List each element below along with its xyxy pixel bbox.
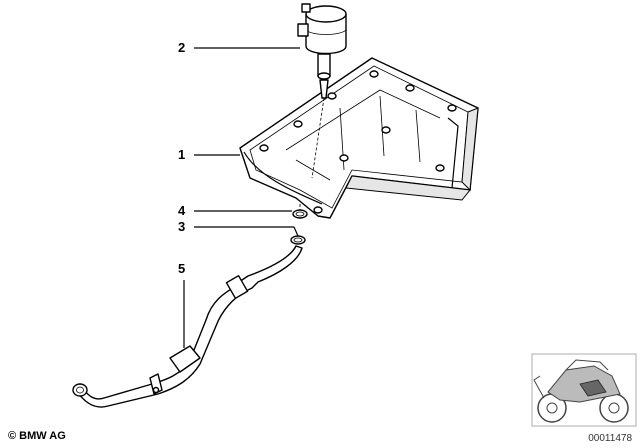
motorcycle-thumbnail-icon bbox=[531, 353, 637, 427]
callout-2-number: 2 bbox=[178, 40, 185, 55]
callout-4-number: 4 bbox=[178, 203, 186, 218]
part-4-o-ring bbox=[292, 209, 308, 219]
callout-5-number: 5 bbox=[178, 261, 185, 276]
part-3-seal-ring bbox=[290, 235, 306, 245]
part-1-tray bbox=[239, 57, 479, 219]
copyright-text: © BMW AG bbox=[8, 430, 66, 442]
document-number: 00011478 bbox=[588, 433, 632, 444]
callout-2: 2 bbox=[178, 40, 300, 55]
callout-1: 1 bbox=[178, 147, 240, 162]
part-5-hose bbox=[72, 245, 303, 408]
part-2-valve bbox=[297, 3, 347, 99]
callout-3: 3 bbox=[178, 219, 299, 237]
callout-3-number: 3 bbox=[178, 219, 185, 234]
callout-1-number: 1 bbox=[178, 147, 185, 162]
callout-5: 5 bbox=[178, 261, 185, 348]
callout-4: 4 bbox=[178, 203, 292, 218]
